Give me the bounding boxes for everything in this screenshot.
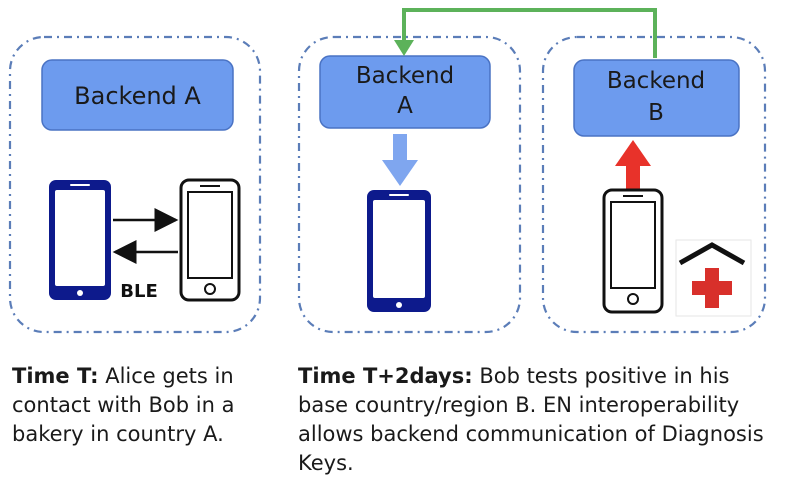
caption-time-t: Time T: Alice gets in contact with Bob i… <box>12 362 282 449</box>
backend-a-box-2 <box>319 55 491 129</box>
alice-phone-icon <box>49 180 111 300</box>
download-arrow <box>382 134 418 186</box>
ble-label: BLE <box>120 281 158 302</box>
caption-time-t2-heading: Time T+2days: <box>298 364 473 388</box>
alice-phone-icon-2 <box>367 190 431 312</box>
backend-a-box <box>41 59 234 131</box>
bob-phone-icon-2 <box>602 188 664 314</box>
caption-time-t2: Time T+2days: Bob tests positive in his … <box>298 362 784 478</box>
backend-a-label: Backend A <box>74 82 201 110</box>
backend-a-label-line2: A <box>397 93 413 119</box>
panel-backend-b <box>541 35 767 334</box>
upload-arrow <box>615 140 651 190</box>
caption-time-t-heading: Time T: <box>12 364 99 388</box>
backend-a-label-line1: Backend <box>356 63 454 89</box>
backend-b-label-line2: B <box>648 100 664 126</box>
backend-b-label-line1: Backend <box>607 68 705 94</box>
backend-connector <box>394 8 657 58</box>
caption-time-t2-body: Bob tests positive in his base country/r… <box>298 364 764 475</box>
bob-phone-icon <box>179 178 241 302</box>
panel-time-t <box>8 35 262 334</box>
caption-time-t-body: Alice gets in contact with Bob in a bake… <box>12 364 235 446</box>
backend-b-box <box>573 59 740 137</box>
health-center-icon <box>675 239 752 317</box>
panel-backend-a <box>297 35 522 334</box>
